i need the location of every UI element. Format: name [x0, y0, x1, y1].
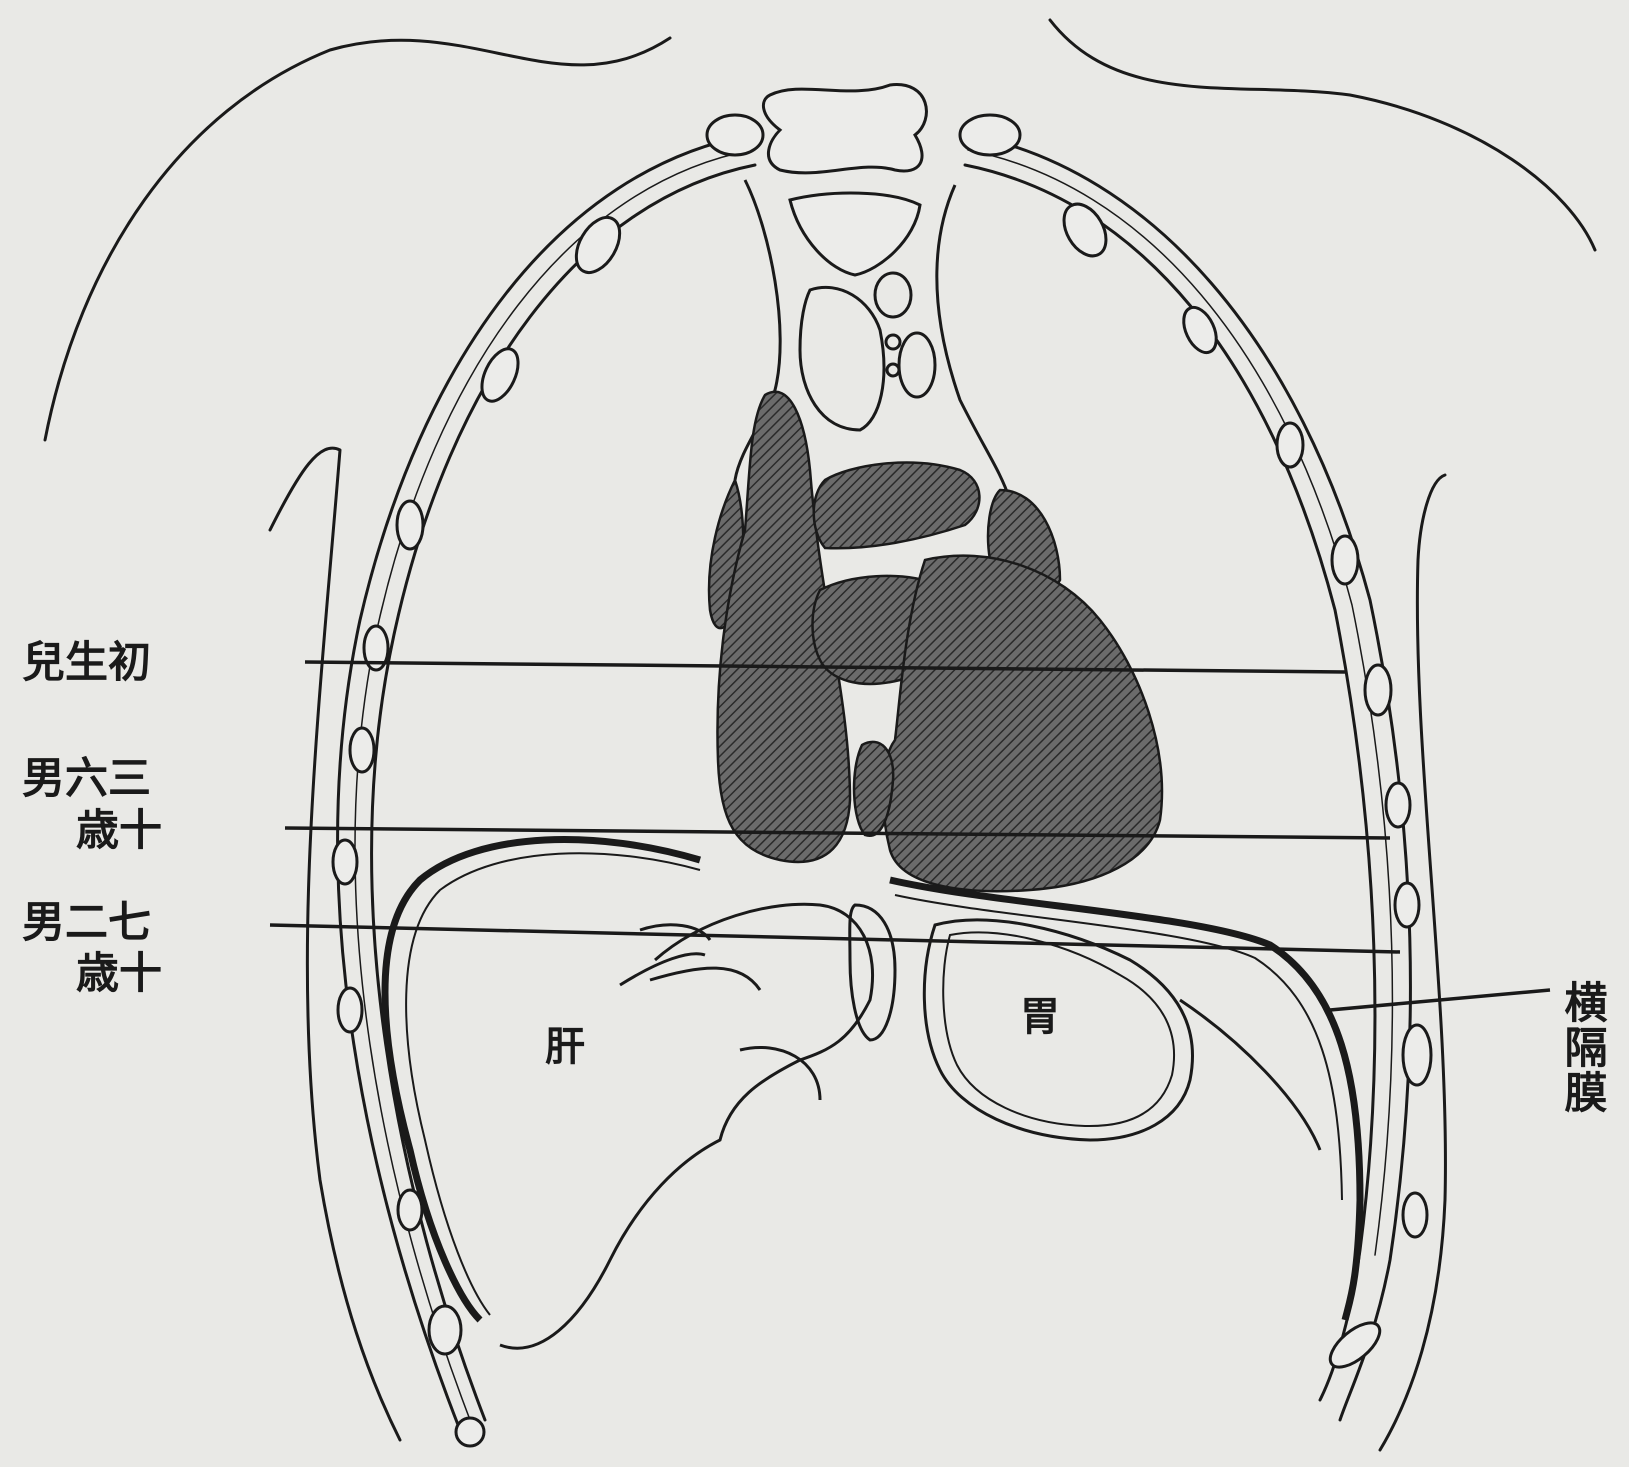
vessel-ring-1 [875, 273, 911, 317]
trachea [800, 287, 884, 430]
right-shoulder-outline [1050, 20, 1595, 250]
heart-aortic-arch [814, 463, 980, 549]
level-line-male-72 [270, 925, 1400, 952]
label-male-72-line2: 歳十 [76, 953, 162, 996]
right-arm-outline [1380, 475, 1445, 1450]
vertebra-top [763, 85, 926, 173]
diaphragm-left-dome [385, 840, 700, 1320]
left-arm-outline [270, 448, 400, 1440]
label-stomach: 胃 [1020, 993, 1060, 1040]
label-male-72-line1: 男二七 [22, 902, 151, 945]
label-male-36-line2: 歳十 [76, 810, 162, 853]
label-newborn: 兒生初 [22, 642, 151, 685]
label-diaphragm: 横隔膜 [1560, 980, 1603, 1115]
mediastinum-right [937, 185, 1010, 500]
left-shoulder-outline [45, 38, 670, 440]
spleen-line [1180, 1000, 1320, 1150]
vessel-ring-2 [899, 333, 935, 397]
liver-lobe-line [650, 968, 820, 1100]
sternum-manubrium [790, 193, 920, 275]
diaphragm-left-inner [406, 853, 700, 1315]
label-male-36-line1: 男六三 [22, 758, 151, 801]
label-liver: 肝 [545, 1023, 585, 1070]
heart-left-ventricle [883, 556, 1162, 892]
